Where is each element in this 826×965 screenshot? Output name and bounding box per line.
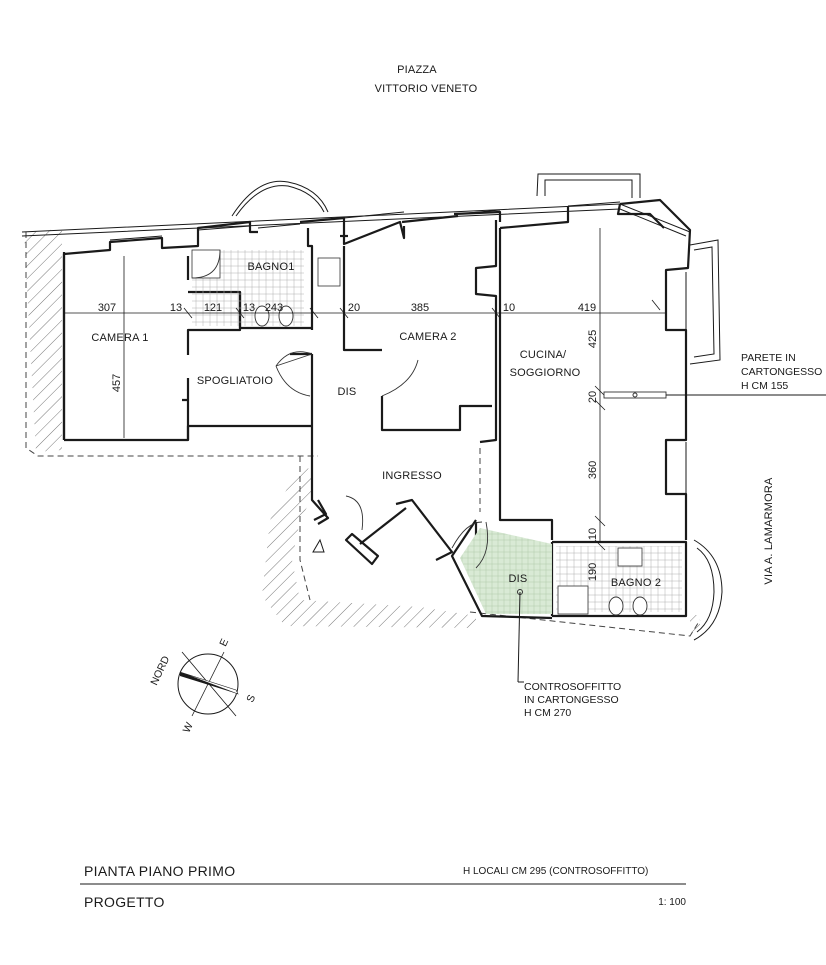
- street-lamarmora: VIA A. LAMARMORA: [763, 477, 775, 585]
- compass-nord: NORD: [148, 654, 172, 687]
- bagno1-sink: [317, 257, 341, 287]
- compass-e: E: [217, 637, 231, 648]
- title-block-height-note: H LOCALI CM 295 (CONTROSOFFITTO): [463, 866, 648, 877]
- dim-13a: 13: [170, 302, 182, 314]
- bagno1-shower: [191, 249, 221, 279]
- compass-icon: NORD E S W: [148, 637, 258, 735]
- bagno1-bidet: [278, 305, 294, 327]
- title-block-title: PIANTA PIANO PRIMO: [84, 863, 235, 879]
- room-camera2: CAMERA 2: [399, 331, 456, 343]
- dis2-ceiling-area: [460, 528, 552, 614]
- title-block-subtitle: PROGETTO: [84, 894, 165, 910]
- dim-425: 425: [587, 330, 599, 348]
- bagno1-wc: [254, 305, 270, 327]
- note-parete-line3: H CM 155: [741, 380, 788, 392]
- compass-s: S: [244, 693, 258, 704]
- note-parete-line2: CARTONGESSO: [741, 366, 822, 378]
- note-controsoffitto-line2: IN CARTONGESSO: [524, 694, 619, 706]
- note-parete-line1: PARETE IN: [741, 352, 796, 364]
- dim-20: 20: [348, 302, 360, 314]
- dim-307: 307: [98, 302, 116, 314]
- room-dis2: DIS: [509, 573, 528, 585]
- note-controsoffitto-line1: CONTROSOFFITTO: [524, 681, 621, 693]
- room-dis1: DIS: [338, 386, 357, 398]
- room-cucina-line2: SOGGIORNO: [510, 367, 581, 379]
- dim-13b: 13: [243, 302, 255, 314]
- window-markers: [109, 201, 687, 494]
- note-parete: PARETE IN CARTONGESSO H CM 155: [741, 352, 822, 392]
- dim-121: 121: [204, 302, 222, 314]
- dim-190: 190: [587, 563, 599, 581]
- title-block-scale: 1: 100: [658, 897, 686, 908]
- dim-20v: 20: [587, 391, 599, 403]
- door-swings: [275, 351, 489, 569]
- bagno2-bidet: [632, 596, 648, 616]
- dim-243: 243: [265, 302, 283, 314]
- note-controsoffitto-line3: H CM 270: [524, 707, 571, 719]
- street-piazza-line1: PIAZZA: [397, 64, 437, 76]
- compass-w: W: [181, 721, 196, 735]
- dim-10v: 10: [587, 528, 599, 540]
- room-ingresso: INGRESSO: [382, 470, 442, 482]
- bagno2-sink: [617, 547, 643, 567]
- title-block: PIANTA PIANO PRIMO H LOCALI CM 295 (CONT…: [80, 863, 686, 910]
- dim-385: 385: [411, 302, 429, 314]
- dimension-vertical: 425 20 360 10 190: [587, 228, 606, 581]
- room-spogliatoio: SPOGLIATOIO: [197, 375, 274, 387]
- room-camera1: CAMERA 1: [91, 332, 148, 344]
- dim-360: 360: [587, 461, 599, 479]
- note-controsoffitto: CONTROSOFFITTO IN CARTONGESSO H CM 270: [524, 681, 621, 719]
- dim-10: 10: [503, 302, 515, 314]
- dim-457: 457: [111, 374, 123, 392]
- room-bagno1: BAGNO1: [247, 261, 294, 273]
- bagno2-shower: [557, 585, 589, 615]
- room-cucina-line1: CUCINA/: [520, 349, 567, 361]
- street-piazza-line2: VITTORIO VENETO: [375, 83, 478, 95]
- dimension-horizontal: 307 13 121 13 243 20 385 10 419: [64, 299, 666, 319]
- bagno2-wc: [608, 596, 624, 616]
- hatched-boundary: [24, 229, 700, 632]
- room-bagno2: BAGNO 2: [611, 577, 661, 589]
- dim-419: 419: [578, 302, 596, 314]
- entrance-arrow-icon: [312, 538, 325, 553]
- walls: [62, 198, 692, 620]
